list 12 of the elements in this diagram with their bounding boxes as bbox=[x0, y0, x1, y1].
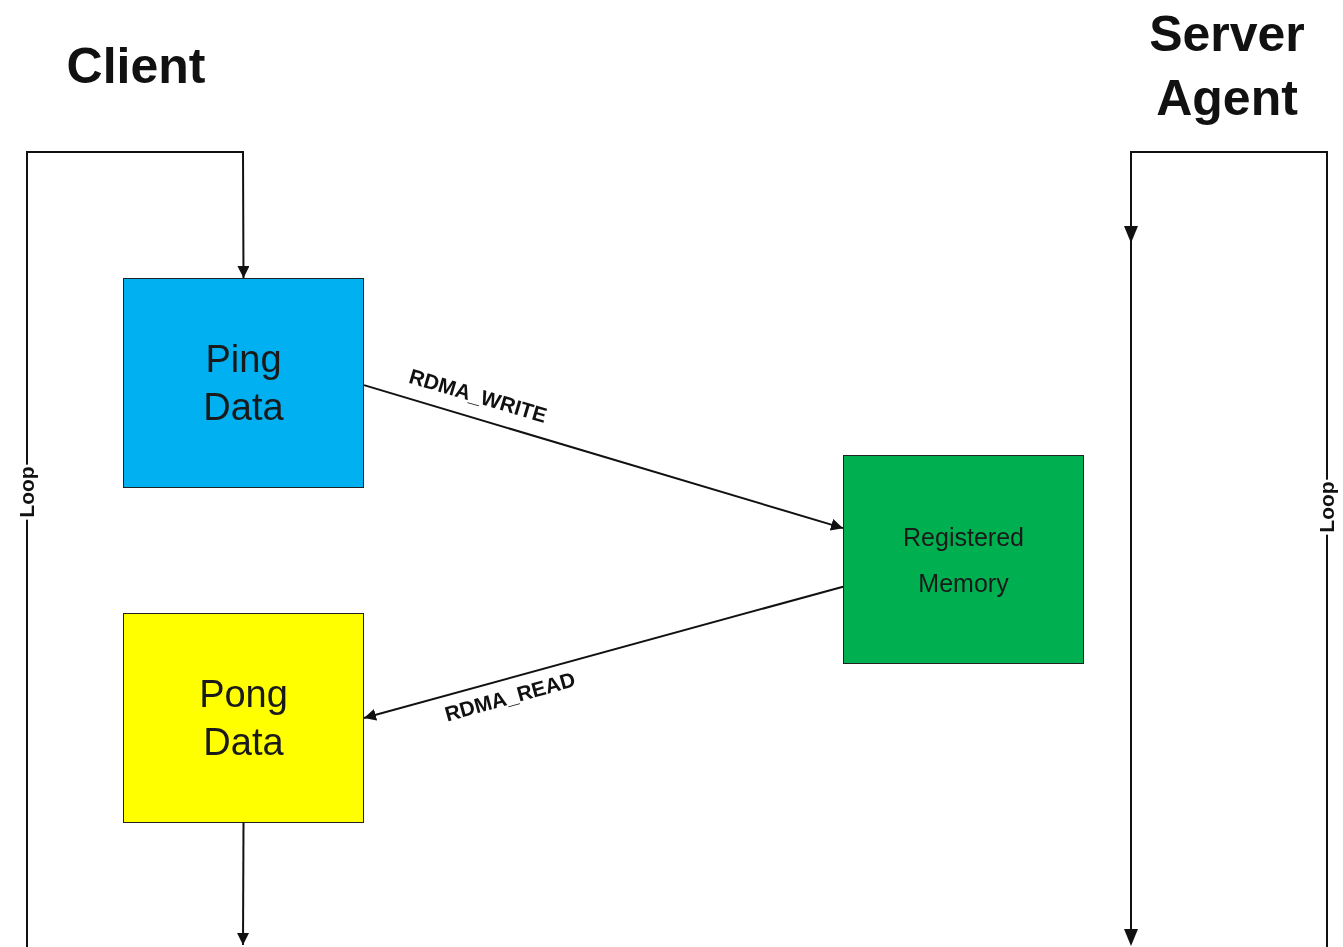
arrow bbox=[363, 384, 844, 531]
process-box bbox=[123, 613, 364, 823]
box-label: Registered Memory bbox=[902, 521, 1025, 599]
arrow bbox=[237, 822, 250, 946]
column-heading: Client bbox=[65, 37, 207, 96]
box-label: Ping Data bbox=[202, 337, 285, 430]
column-heading: Server Agent bbox=[1148, 5, 1306, 128]
process-box bbox=[123, 278, 364, 488]
box-label: Pong Data bbox=[198, 672, 289, 765]
process-box bbox=[843, 455, 1084, 664]
arrow bbox=[26, 151, 250, 947]
arrow bbox=[363, 585, 844, 721]
